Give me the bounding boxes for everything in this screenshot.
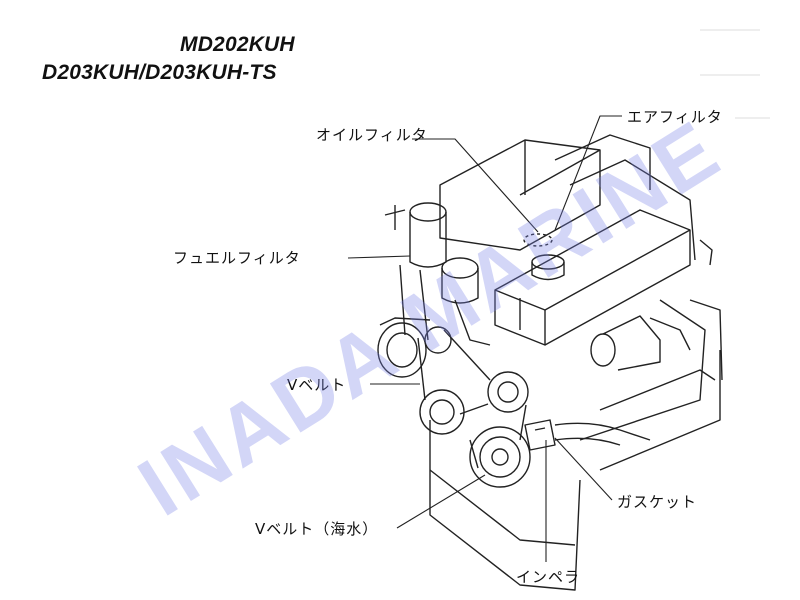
model-title-line-1: MD202KUH [180, 33, 295, 56]
leader-fuel-filter [347, 255, 411, 259]
v-belt [417, 329, 527, 469]
leader-gasket [554, 437, 613, 501]
oil-filter [441, 257, 491, 346]
leader-air-filter [554, 115, 622, 231]
model-title-line-2: D203KUH/D203KUH-TS [42, 61, 277, 84]
label-v-belt: Vベルト [287, 376, 347, 394]
starter-motor [590, 315, 691, 371]
valve-cover [494, 209, 691, 346]
leader-lines [347, 115, 622, 562]
alternator [377, 317, 431, 378]
label-air-filter: エアフィルタ [627, 108, 723, 126]
pipes [554, 239, 723, 446]
label-fuel-filter: フュエルフィルタ [173, 249, 301, 267]
leader-oil-filter [412, 138, 539, 233]
label-gasket: ガスケット [617, 493, 698, 511]
air-filter-housing [439, 134, 696, 261]
engine-block [429, 299, 721, 591]
filler-cap [523, 233, 565, 281]
label-v-belt-seawater: Vベルト（海水） [255, 520, 379, 538]
leader-v-belt-seawater [396, 474, 486, 529]
label-oil-filter: オイルフィルタ [316, 126, 428, 144]
impeller-housing [524, 419, 556, 451]
crank-pulley [419, 389, 465, 435]
label-impeller: インペラ [516, 568, 581, 586]
water-pump-pulley [424, 326, 529, 413]
seawater-pump-pulley [469, 426, 531, 488]
